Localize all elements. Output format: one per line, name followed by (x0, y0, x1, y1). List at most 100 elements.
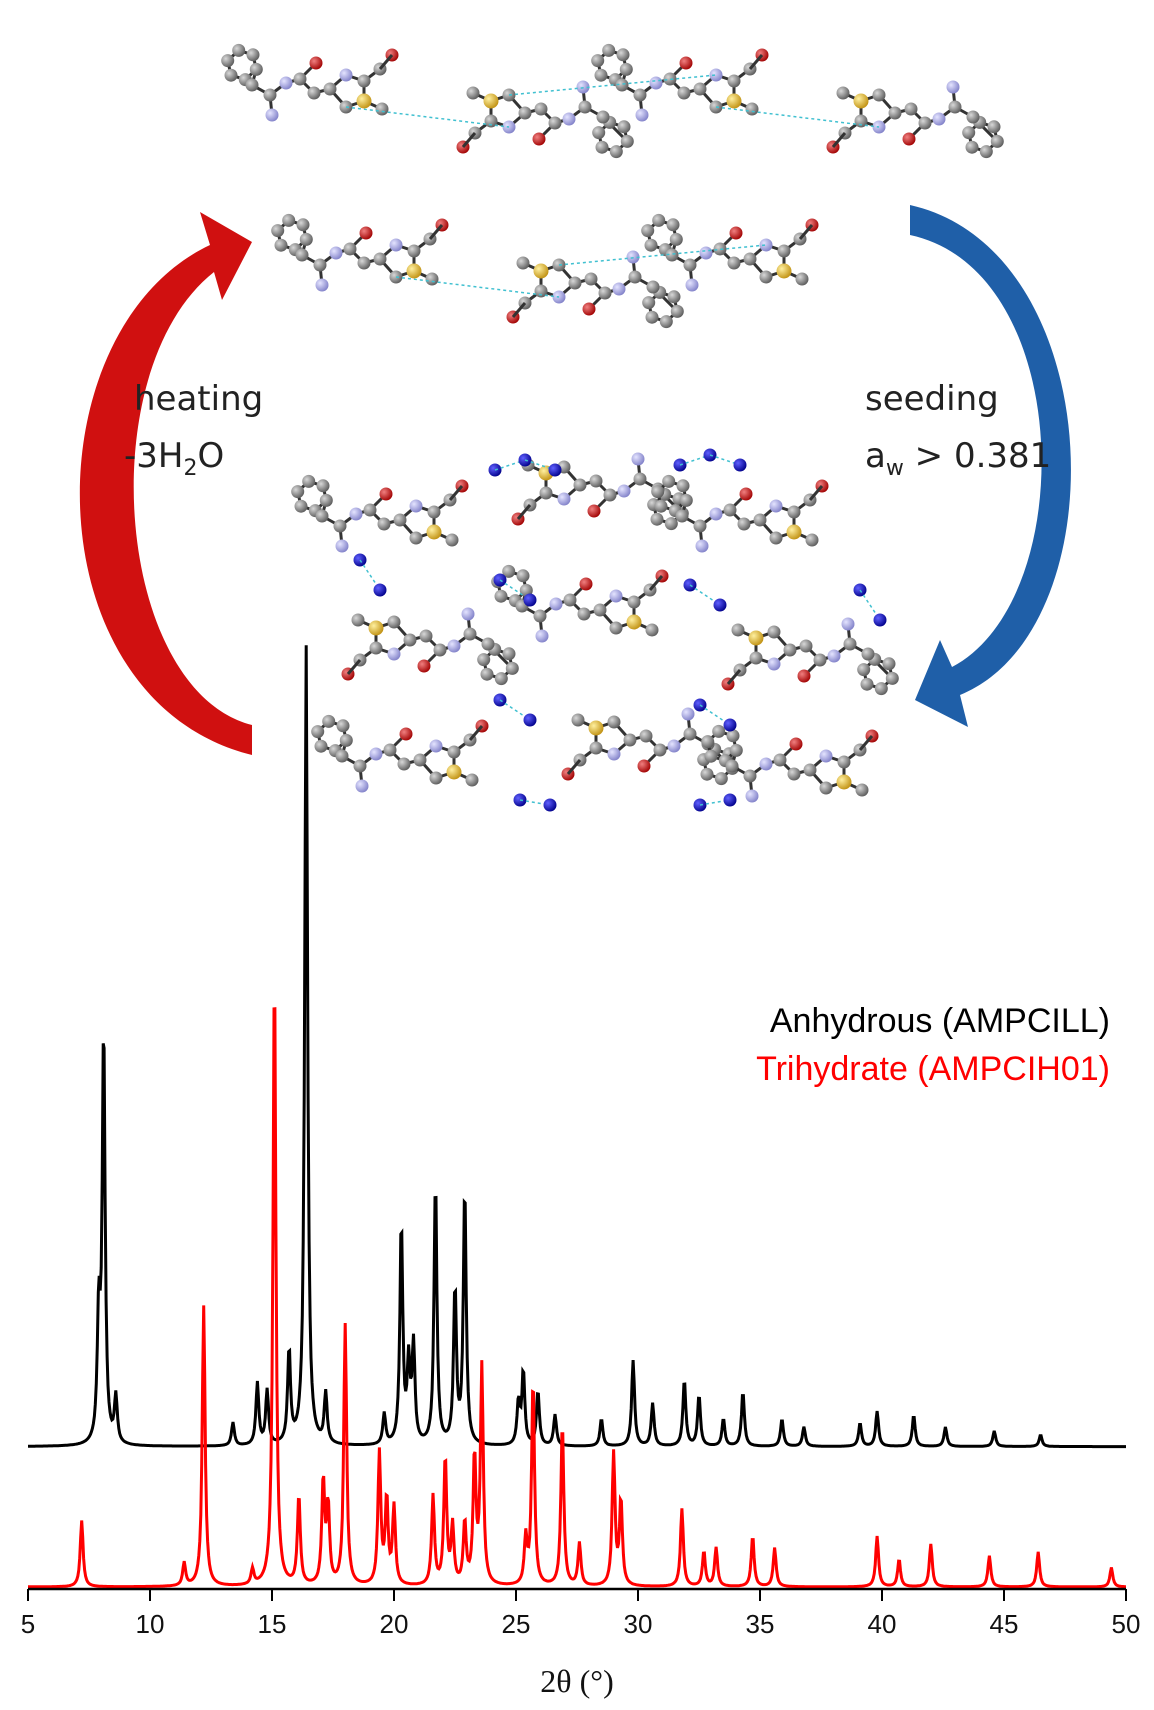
bond (726, 669, 742, 685)
atom (767, 625, 781, 639)
atom (314, 739, 328, 753)
atom (232, 43, 246, 57)
bond (346, 659, 362, 675)
atom (872, 88, 886, 102)
atom (639, 729, 653, 743)
atom (637, 759, 651, 773)
atom (373, 252, 387, 266)
atom (494, 589, 508, 603)
atom (426, 524, 442, 540)
atom (882, 657, 896, 671)
atom (723, 718, 737, 732)
atom (539, 486, 553, 500)
atom (302, 474, 316, 488)
series-line-anhydrous (28, 645, 1126, 1449)
bond (808, 485, 824, 501)
atom (279, 76, 293, 90)
atom (548, 463, 562, 477)
atom (296, 218, 310, 232)
atom (221, 54, 235, 68)
atom (295, 248, 309, 262)
atom (725, 759, 739, 773)
atom (667, 739, 681, 753)
bond (798, 224, 814, 240)
atom (677, 86, 691, 100)
atom (578, 100, 592, 114)
atom (726, 93, 742, 109)
atom (965, 140, 979, 154)
atom (633, 88, 647, 102)
atom (633, 472, 647, 486)
atom (582, 302, 596, 316)
atom (588, 720, 604, 736)
atom (904, 102, 918, 116)
atom (291, 485, 305, 499)
atom (743, 252, 757, 266)
atom (307, 86, 321, 100)
atom (853, 93, 869, 109)
atom (429, 739, 443, 753)
atom (727, 74, 741, 88)
atom (714, 772, 728, 786)
atom (516, 569, 530, 583)
atom (631, 452, 645, 466)
atom (987, 120, 1001, 134)
atom (245, 78, 259, 92)
atom (592, 126, 606, 140)
atom (932, 112, 946, 126)
series-line-trihydrate (28, 1007, 1126, 1589)
atom (805, 533, 819, 547)
atom (767, 657, 781, 671)
atom (429, 771, 443, 785)
atom (265, 108, 279, 122)
heating-arrow (79, 212, 252, 755)
atom (737, 517, 751, 531)
atom (596, 110, 610, 124)
atom (713, 598, 727, 612)
atom (407, 244, 421, 258)
atom (776, 263, 792, 279)
atom (446, 764, 462, 780)
bond (748, 54, 764, 70)
atom (626, 250, 640, 264)
seeding-label: seeding (865, 379, 999, 419)
atom (855, 783, 869, 797)
atom (595, 140, 609, 154)
atom (645, 310, 659, 324)
atom (447, 639, 461, 653)
atom (667, 290, 681, 304)
atom (769, 531, 783, 545)
atom (617, 120, 631, 134)
atom (309, 56, 323, 70)
atom (587, 504, 601, 518)
atom (351, 613, 365, 627)
atom (534, 284, 548, 298)
atom (417, 659, 431, 673)
atom (948, 100, 962, 114)
x-tick-label: 40 (868, 1609, 897, 1639)
atom (704, 749, 718, 763)
atom (797, 669, 811, 683)
atom (666, 218, 680, 232)
atom (663, 72, 677, 86)
atom (293, 72, 307, 86)
atom (795, 272, 809, 286)
atom (433, 643, 447, 657)
atom (669, 232, 683, 246)
atom (819, 749, 833, 763)
atom (874, 682, 888, 696)
atom (576, 80, 590, 94)
atom (399, 727, 413, 741)
atom (409, 499, 423, 513)
atom (518, 106, 532, 120)
atom (819, 781, 833, 795)
atom (616, 48, 630, 62)
atom (803, 763, 817, 777)
atom (349, 507, 363, 521)
bond (448, 485, 464, 501)
atom (246, 48, 260, 62)
atom (368, 620, 384, 636)
atom (568, 276, 582, 290)
bond (516, 504, 532, 520)
